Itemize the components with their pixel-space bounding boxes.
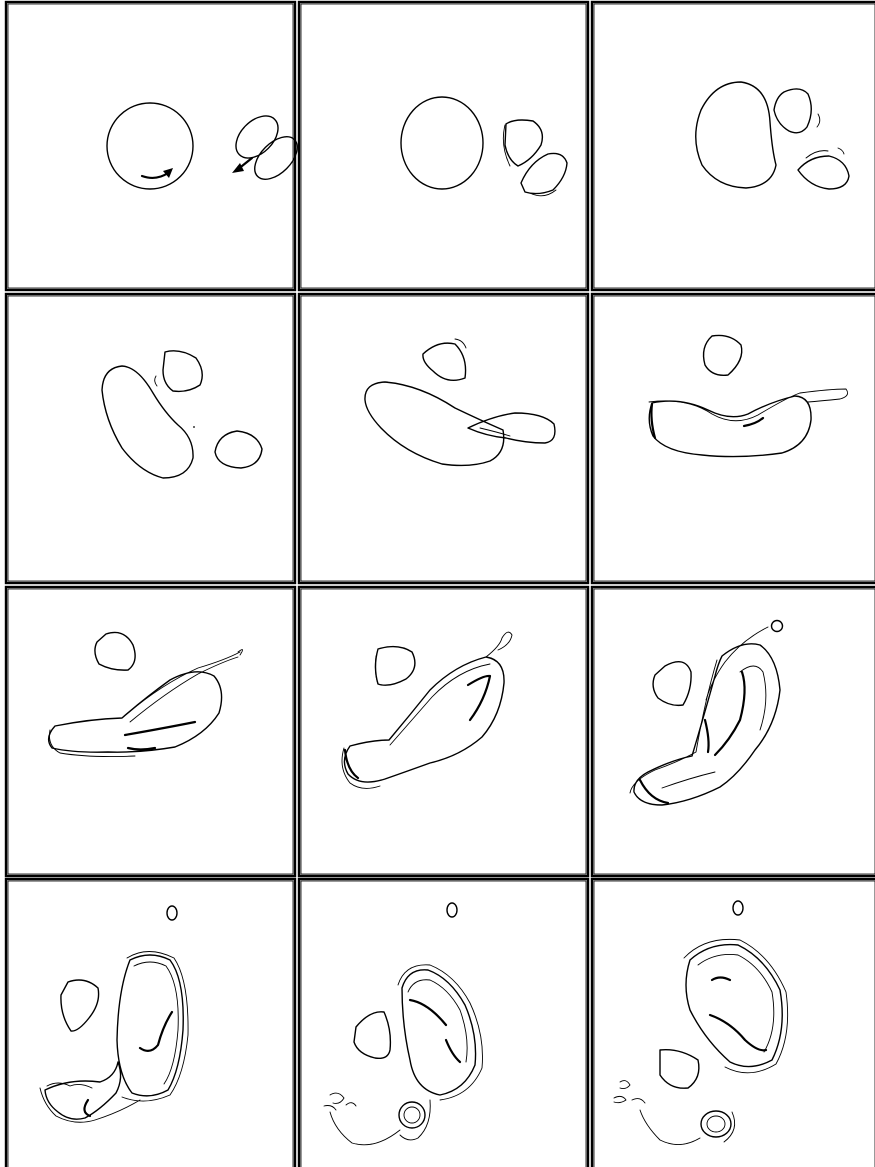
panel-r4-c3	[592, 879, 875, 1167]
panel-r3-c2	[299, 587, 588, 876]
panel-r1-c3	[592, 2, 875, 290]
panel-r3-c3	[592, 587, 875, 876]
panel-r3-c1	[6, 587, 295, 876]
panel-r2-c2	[299, 294, 588, 583]
panel-r4-c1	[6, 879, 295, 1167]
panel-r1-c2	[299, 2, 588, 290]
panel-r2-c1	[6, 294, 295, 583]
panel-r1-c1	[6, 2, 305, 290]
panel-r4-c2	[299, 879, 588, 1167]
panel-r2-c3	[592, 294, 875, 583]
